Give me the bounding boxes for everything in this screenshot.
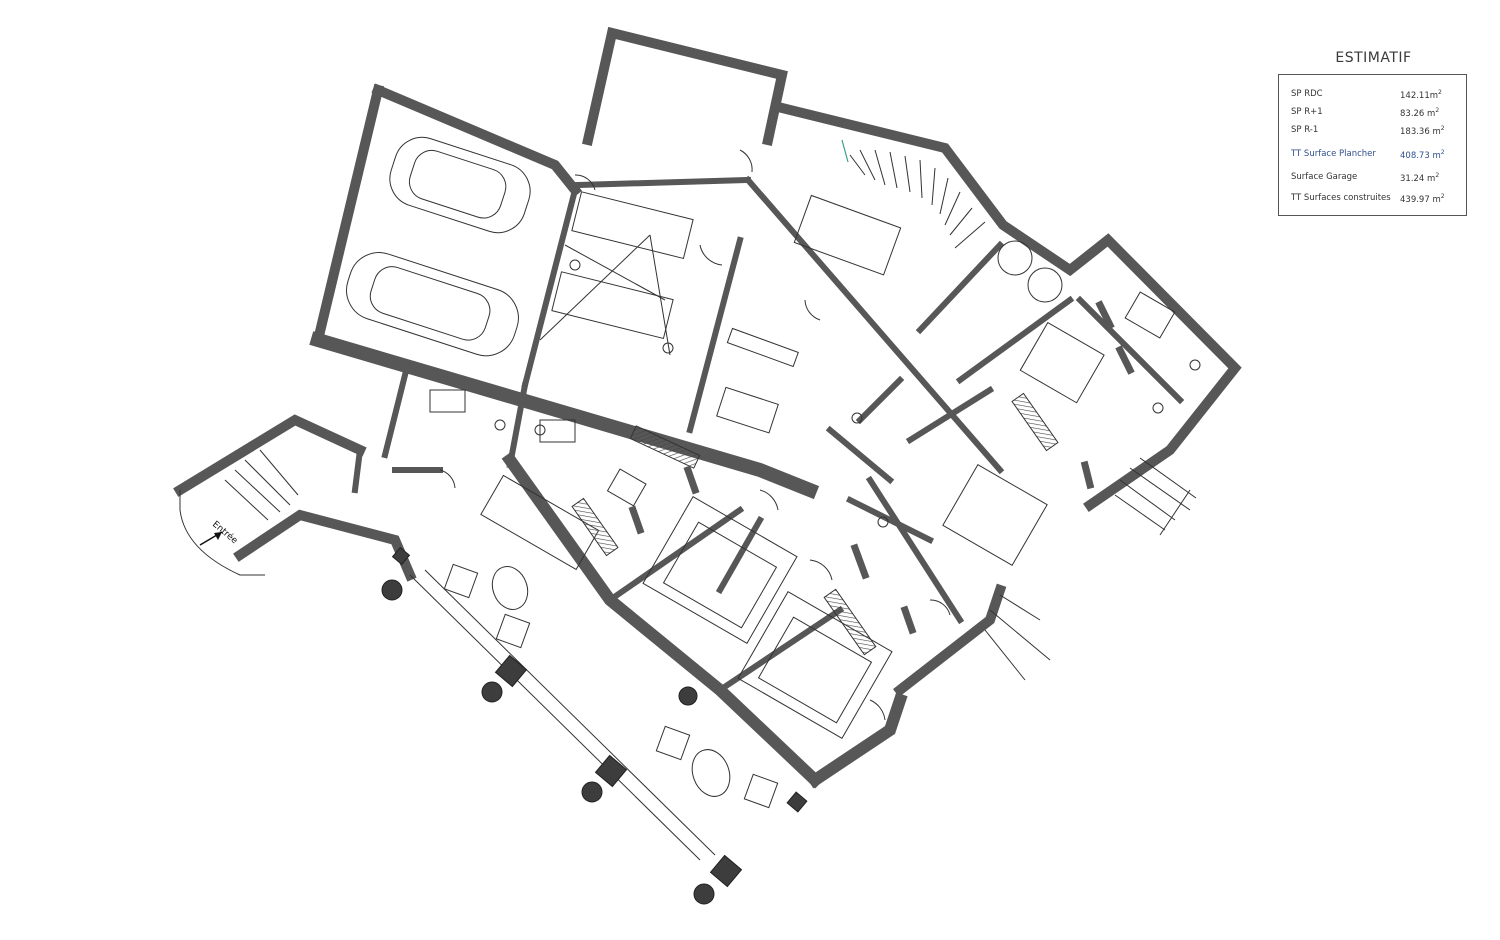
row-value: 83.26 m2: [1400, 107, 1440, 119]
lower-room-wall: [501, 451, 824, 789]
row-value: 183.36 m2: [1400, 125, 1445, 137]
terrace-edge: [409, 574, 701, 861]
bedroom-wing-wall: [806, 692, 908, 789]
bed: [942, 464, 1048, 566]
estimatif-table: SP RDC 142.11m2 SP R+1 83.26 m2 SP R-1 1…: [1278, 74, 1467, 216]
annex-wall: [582, 26, 788, 146]
row-label: SP RDC: [1291, 89, 1323, 99]
estimatif-row: Surface Garage 31.24 m2: [1291, 172, 1461, 190]
coffee-table: [491, 566, 529, 610]
bed: [757, 616, 873, 724]
row-label: TT Surfaces construites: [1291, 193, 1391, 203]
car-bottom: [346, 252, 519, 357]
entrance-marker: Entrée: [199, 519, 240, 547]
thin-lines: [179, 136, 1201, 861]
estimatif-row: TT Surfaces construites 439.97 m2: [1291, 193, 1461, 211]
desk: [606, 468, 647, 507]
entry-stairs: [179, 449, 299, 576]
car-top: [389, 136, 531, 234]
estimatif-title: ESTIMATIF: [1335, 50, 1412, 66]
garage-wall: [371, 83, 583, 198]
stair-arrow: [841, 139, 849, 163]
entry-wing-wall: [173, 414, 367, 497]
exterior-walls: [173, 26, 1242, 789]
round-fixture: [997, 240, 1033, 276]
row-value: 439.97 m2: [1400, 193, 1445, 205]
sofa-bottom: [551, 271, 674, 340]
estimatif-row: SP RDC 142.11m2: [1291, 89, 1461, 107]
hatched-elements: [571, 392, 1059, 656]
row-value: 31.24 m2: [1400, 172, 1440, 184]
bathtub: [793, 194, 902, 276]
row-value: 408.73 m2: [1400, 149, 1445, 161]
central-diagonal-wall: [309, 331, 820, 500]
row-label: SP R-1: [1291, 125, 1319, 135]
estimatif-row: SP R+1 83.26 m2: [1291, 107, 1461, 125]
right-lower-wall: [892, 583, 1007, 698]
external-stairs: [984, 457, 1197, 681]
bed: [1019, 321, 1105, 404]
estimatif-row-total: TT Surface Plancher 408.73 m2: [1291, 149, 1461, 167]
wall-stubs: [628, 300, 1135, 635]
row-label: TT Surface Plancher: [1291, 149, 1376, 159]
entry-lower-wall: [233, 509, 417, 582]
entrance-label: Entrée: [210, 519, 240, 547]
staircase: [849, 149, 986, 249]
row-label: SP R+1: [1291, 107, 1323, 117]
bench: [480, 474, 600, 571]
coffee-table: [691, 749, 731, 797]
main-right-wall: [775, 101, 1242, 512]
row-value: 142.11m2: [1400, 89, 1442, 101]
bed: [662, 521, 778, 629]
row-label: Surface Garage: [1291, 172, 1358, 182]
interior-walls: [351, 175, 1185, 695]
round-fixture: [1027, 267, 1063, 303]
estimatif-row: SP R-1 183.36 m2: [1291, 125, 1461, 143]
planters: [381, 546, 808, 905]
estimatif-panel: ESTIMATIF SP RDC 142.11m2 SP R+1 83.26 m…: [1277, 50, 1470, 218]
kitchen-island: [716, 386, 779, 434]
garage-left-wall: [311, 83, 385, 347]
sofa-top: [571, 191, 694, 260]
